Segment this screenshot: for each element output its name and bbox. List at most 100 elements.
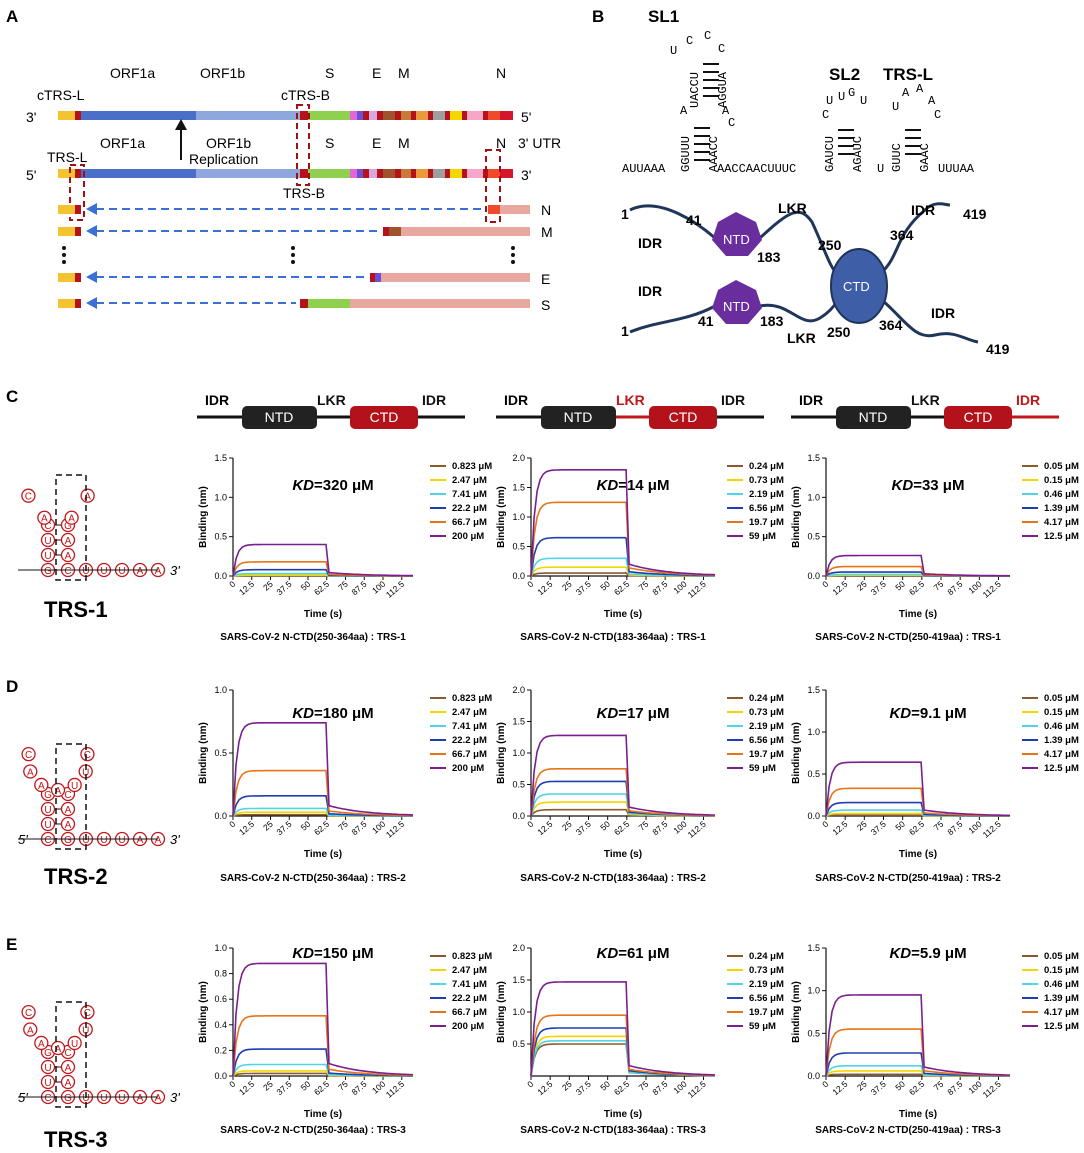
y-axis-label: Binding (nm) <box>496 981 507 1043</box>
legend-entry: 1.39 μM <box>1044 993 1079 1004</box>
construct-idr2-label: IDR <box>721 392 745 408</box>
hairpin-dashed-box <box>55 743 87 850</box>
legend-entry: 12.5 μM <box>1044 1021 1079 1032</box>
x-tick-label: 12.5 <box>830 579 849 597</box>
series-line <box>232 1015 414 1077</box>
e-bottom-label: E <box>372 135 381 151</box>
trs-l-label: TRS-L <box>47 149 88 165</box>
legend-entry: 0.73 μM <box>749 475 784 486</box>
top-n183: 183 <box>757 249 781 265</box>
chart-caption: SARS-CoV-2 N-CTD(183-364aa) : TRS-2 <box>520 873 706 884</box>
top-n1: 1 <box>621 206 629 222</box>
nucleotide-letter: G <box>44 1048 52 1059</box>
sl2-loop-2: G <box>848 86 855 100</box>
nucleotide-letter: C <box>25 1008 32 1019</box>
legend-entry: 0.24 μM <box>749 693 784 704</box>
bottom-idr-left: IDR <box>638 283 662 299</box>
x-tick-label: 50 <box>598 1079 612 1093</box>
sl1-loop-1: C <box>686 34 693 48</box>
y-tick-label: 0.0 <box>214 571 227 581</box>
legend-entry: 0.46 μM <box>1044 489 1079 500</box>
series-line <box>530 1035 715 1077</box>
y-axis-label: Binding (nm) <box>791 722 802 784</box>
legend-entry: 1.39 μM <box>1044 503 1079 514</box>
construct-ctd-label: CTD <box>370 409 399 425</box>
nucleotide-letter: A <box>137 1093 144 1104</box>
chart-caption: SARS-CoV-2 N-CTD(250-419aa) : TRS-3 <box>815 1125 1001 1136</box>
nucleotide-letter: U <box>71 781 78 792</box>
top-idr-left: IDR <box>638 235 662 251</box>
trs1-name: TRS-1 <box>44 597 108 622</box>
legend-entry: 12.5 μM <box>1044 531 1079 542</box>
x-tick-label: 112.5 <box>686 819 708 840</box>
hairpin-dashed-box <box>55 474 87 581</box>
x-tick-label: 0 <box>820 1079 830 1090</box>
series-line <box>530 469 716 577</box>
x-tick-label: 0 <box>525 579 535 590</box>
panel-label-a: A <box>6 7 18 26</box>
legend-entry: 0.15 μM <box>1044 475 1079 486</box>
legend-entry: 0.05 μM <box>1044 693 1079 704</box>
x-tick-label: 37.5 <box>574 819 593 837</box>
sg-label-s: S <box>541 297 550 313</box>
series-line <box>530 981 716 1077</box>
sl1-stem-left: GGUUU <box>679 136 693 172</box>
trs-l-title: TRS-L <box>883 65 933 84</box>
kd-value: KD=14 μM <box>597 477 670 494</box>
construct-idr2-label: IDR <box>1016 392 1040 408</box>
legend-entry: 19.7 μM <box>749 517 784 528</box>
legend-entry: 2.19 μM <box>749 489 784 500</box>
nucleotide-letter: U <box>44 1078 51 1089</box>
nucleotide-letter: C <box>25 492 32 503</box>
ntd-hexagon-top <box>712 212 762 256</box>
chart-caption: SARS-CoV-2 N-CTD(250-419aa) : TRS-1 <box>815 632 1001 643</box>
panel-label-e: E <box>6 935 17 954</box>
nucleotide-letter: C <box>84 750 91 761</box>
construct-lkr-label: LKR <box>317 392 346 408</box>
nucleotide <box>64 510 79 525</box>
nucleotide-letter: A <box>65 805 72 816</box>
y-axis-label: Binding (nm) <box>791 486 802 548</box>
x-tick-label: 37.5 <box>274 819 293 837</box>
trs-loop-4: C <box>934 108 941 122</box>
kd-value: KD=61 μM <box>597 945 670 962</box>
nucleotide-letter: A <box>65 820 72 831</box>
construct-ctd-box <box>350 406 418 429</box>
nucleotide <box>60 1074 76 1090</box>
sl2-loop-3: U <box>860 94 867 108</box>
nucleotide-letter: A <box>55 1044 62 1055</box>
series-line <box>825 1052 1010 1077</box>
nucleotide <box>40 1059 56 1075</box>
nucleotide <box>67 1035 82 1051</box>
x-tick-label: 62.5 <box>612 819 631 837</box>
ntd-top-label: NTD <box>723 232 750 247</box>
y-tick-label: 2.0 <box>512 943 525 953</box>
legend-entry: 0.823 μM <box>452 693 492 704</box>
legend-entry: 7.41 μM <box>452 721 487 732</box>
utr-label: 3' UTR <box>518 135 561 151</box>
top-idr-right: IDR <box>911 202 935 218</box>
top-leader-red <box>75 111 81 120</box>
top-s <box>308 111 350 120</box>
y-axis-label: Binding (nm) <box>198 981 209 1043</box>
nucleotide-letter: C <box>44 835 51 846</box>
x-tick-label: 12.5 <box>535 1079 554 1097</box>
nucleotide-letter: A <box>155 835 162 846</box>
ctrs-b-label: cTRS-B <box>281 87 330 103</box>
x-tick-label: 25 <box>261 819 275 833</box>
sg-label-e: E <box>541 271 550 287</box>
y-tick-label: 1.0 <box>512 512 525 522</box>
x-tick-label: 112.5 <box>686 579 708 600</box>
legend-entry: 2.47 μM <box>452 475 487 486</box>
x-tick-label: 87.5 <box>650 579 669 597</box>
bottom-red-b <box>300 169 308 178</box>
x-tick-label: 50 <box>893 819 907 833</box>
bottom-orf1a <box>81 169 196 178</box>
kd-value: KD=17 μM <box>597 705 670 722</box>
nucleotide-letter: G <box>64 1093 72 1104</box>
x-tick-label: 12.5 <box>535 579 554 597</box>
series-line <box>825 761 1011 817</box>
y-tick-label: 0.4 <box>214 1020 227 1030</box>
nucleotide <box>34 1035 49 1051</box>
